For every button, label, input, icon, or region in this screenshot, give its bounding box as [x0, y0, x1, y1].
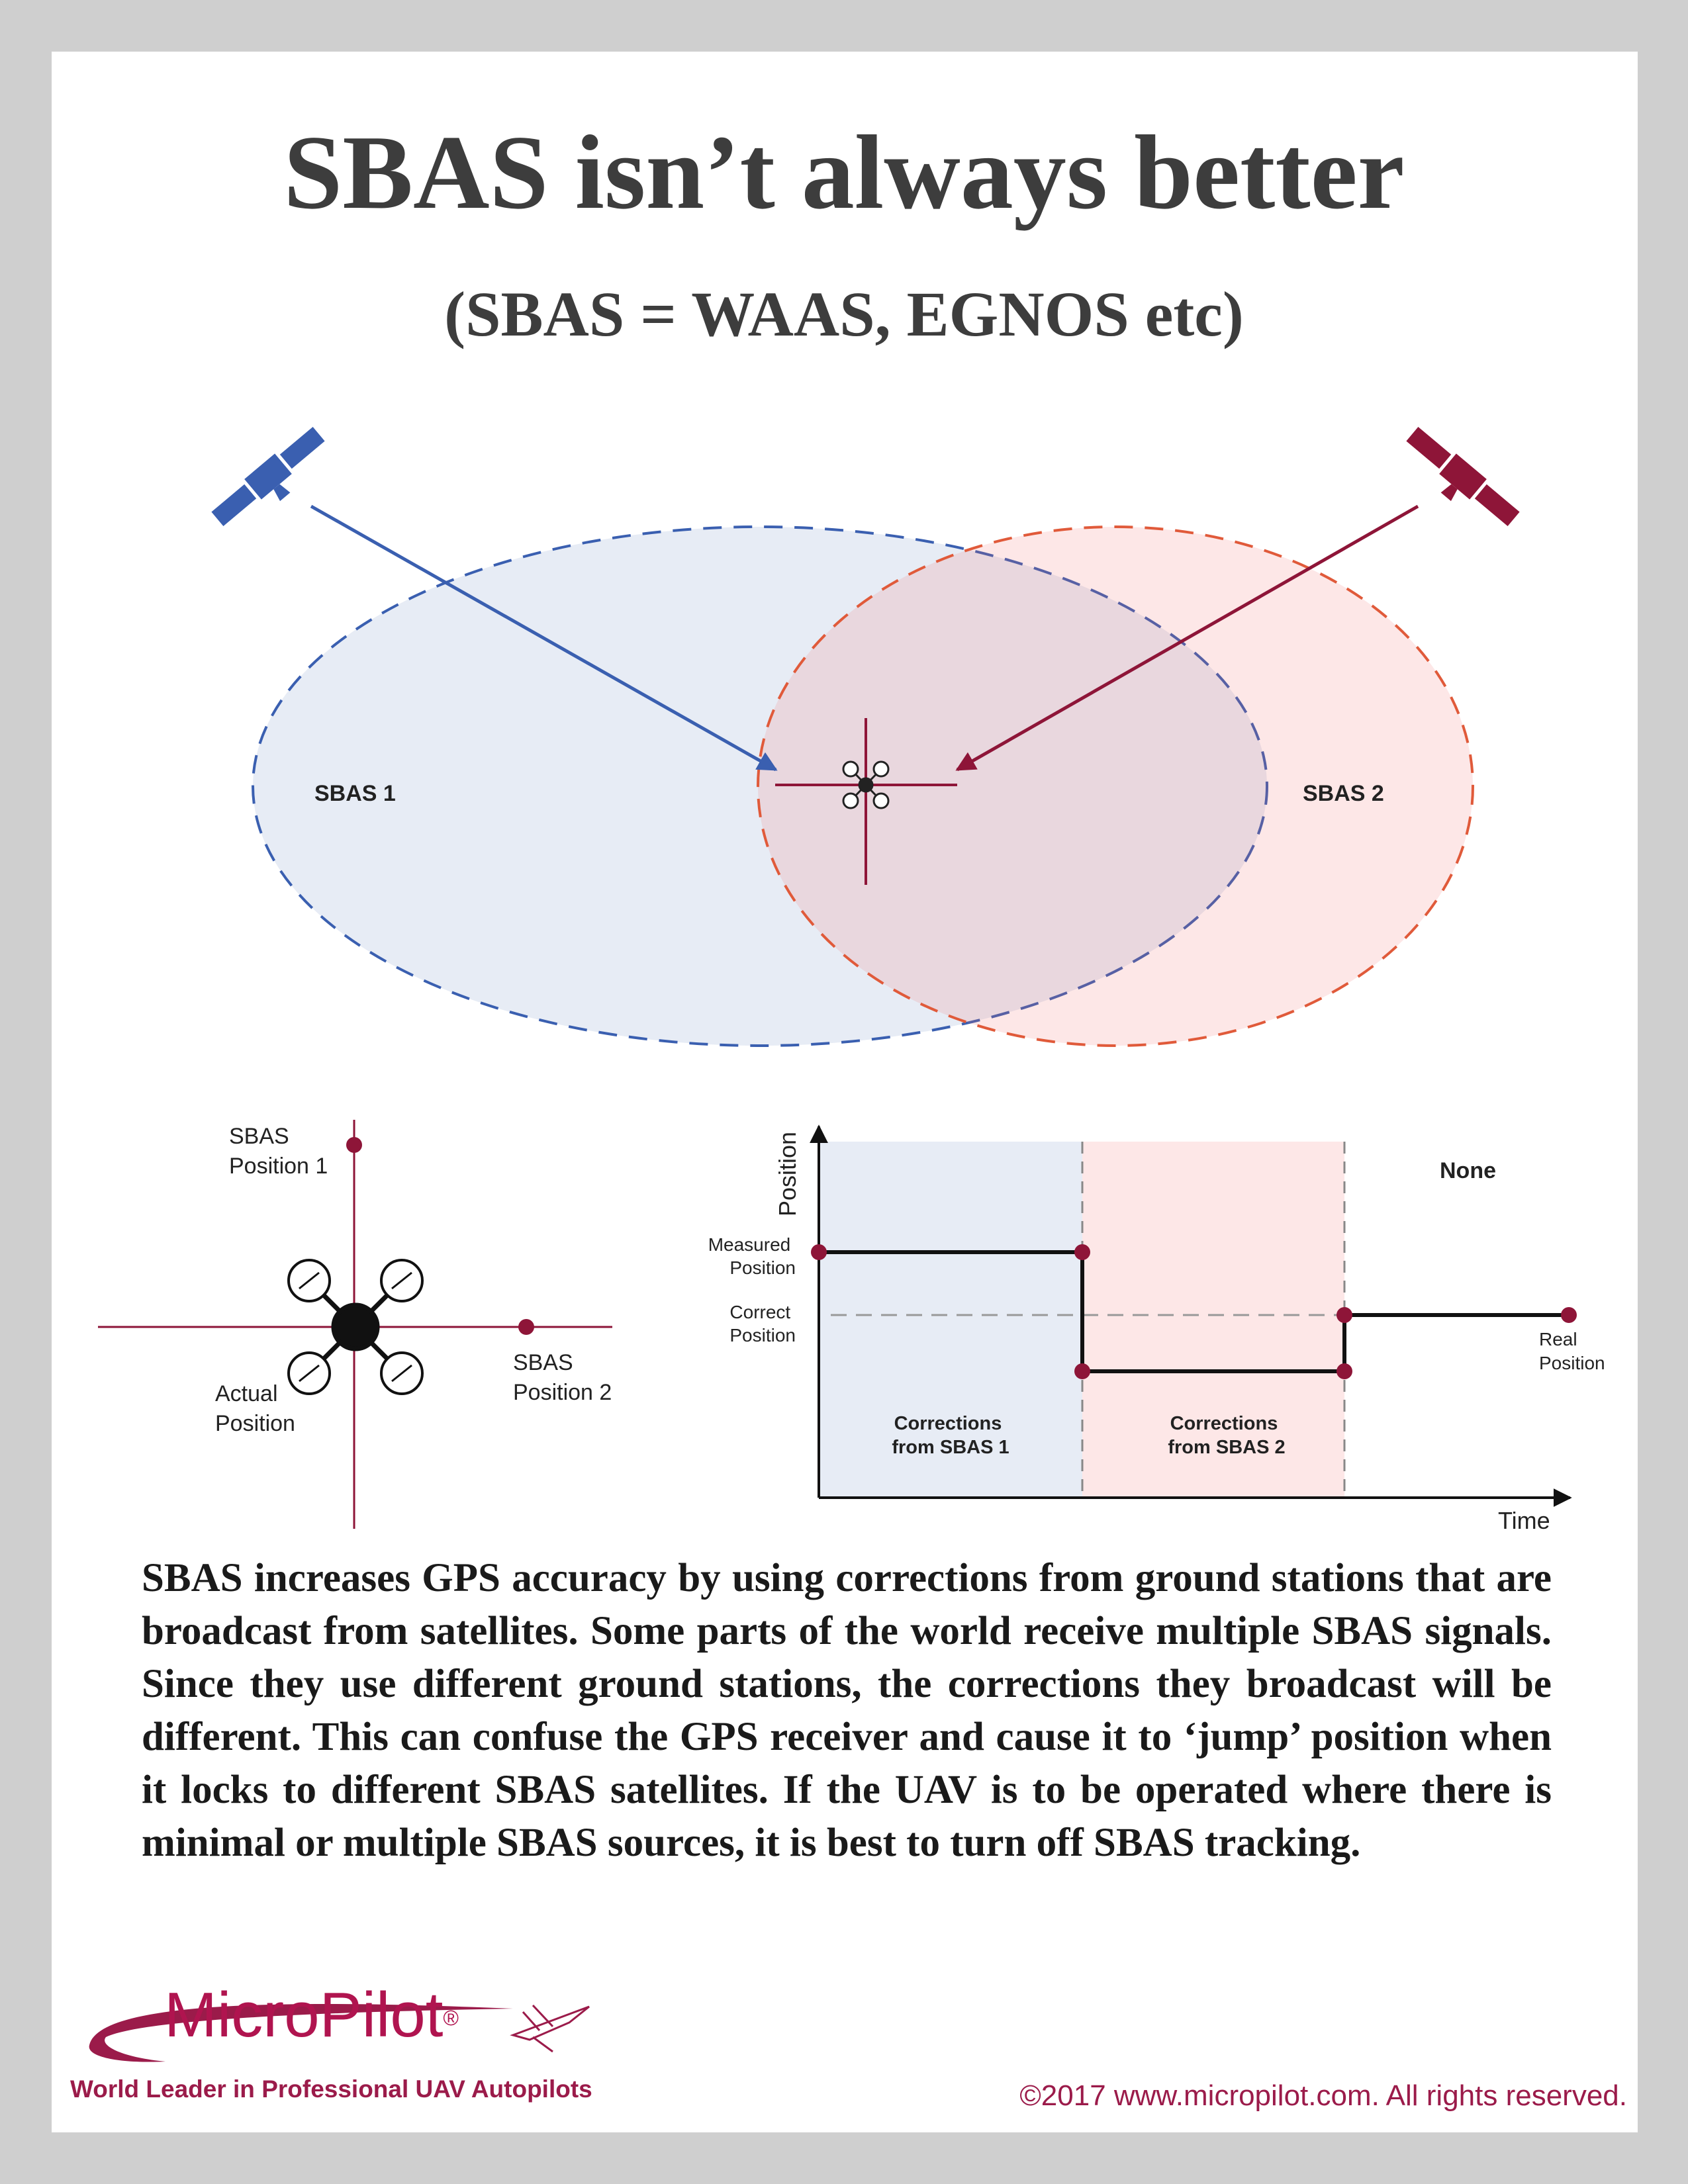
sbas1-signal-arrow [310, 504, 778, 772]
trace-marker [1074, 1363, 1090, 1379]
body-paragraph: SBAS increases GPS accuracy by using cor… [142, 1556, 1552, 1865]
sbas-position-2-label: SBAS Position 2 [513, 1350, 612, 1405]
band2-label: Corrections from SBAS 2 [1168, 1413, 1285, 1458]
real-position-label: Real Position [1539, 1329, 1605, 1373]
sbas2-signal-arrow [955, 504, 1419, 772]
sbas2-band [1082, 1142, 1344, 1498]
copyright-notice: ©2017 www.micropilot.com. All rights res… [1019, 2079, 1627, 2112]
actual-position-label: Actual Position [215, 1381, 295, 1436]
brand-tagline: World Leader in Professional UAV Autopil… [70, 2075, 592, 2103]
sbas1-label: SBAS 1 [314, 781, 396, 806]
sbas-position-2-marker [518, 1319, 534, 1335]
trace-marker [811, 1244, 827, 1260]
logo-plane-icon [510, 2004, 590, 2053]
drone-large-icon [287, 1259, 424, 1395]
satellite-1-icon [211, 426, 325, 527]
sbas-position-1-label: SBAS Position 1 [229, 1124, 328, 1179]
sbas1-coverage-area [252, 525, 1268, 1047]
sbas1-band [819, 1142, 1082, 1498]
measured-position-trace [819, 1250, 1569, 1373]
drone-small-icon [842, 760, 890, 809]
trace-marker [1336, 1363, 1352, 1379]
sbas2-coverage-area [757, 525, 1474, 1047]
satellite-2-icon [1406, 426, 1520, 527]
page-subtitle: (SBAS = WAAS, EGNOS etc) [444, 279, 1244, 349]
measured-position-label: Measured Position [708, 1234, 796, 1278]
band3-label: None [1440, 1158, 1496, 1183]
sbas-position-1-marker [346, 1137, 362, 1153]
trace-marker [1561, 1307, 1577, 1323]
sbas2-label: SBAS 2 [1303, 781, 1384, 806]
page-sheet [52, 52, 1638, 2132]
trace-marker [1336, 1307, 1352, 1323]
logo-swoosh [89, 2003, 513, 2062]
band1-label: Corrections from SBAS 1 [892, 1413, 1009, 1458]
brand-logo: MicroPilot® [164, 1979, 459, 2050]
x-axis-label: Time [1498, 1507, 1550, 1534]
trace-marker [1074, 1244, 1090, 1260]
page-title: SBAS isn’t always better [283, 113, 1405, 231]
correct-position-label: Correct Position [729, 1302, 796, 1345]
trace-markers [811, 1244, 1577, 1379]
y-axis-label: Position [774, 1132, 801, 1216]
